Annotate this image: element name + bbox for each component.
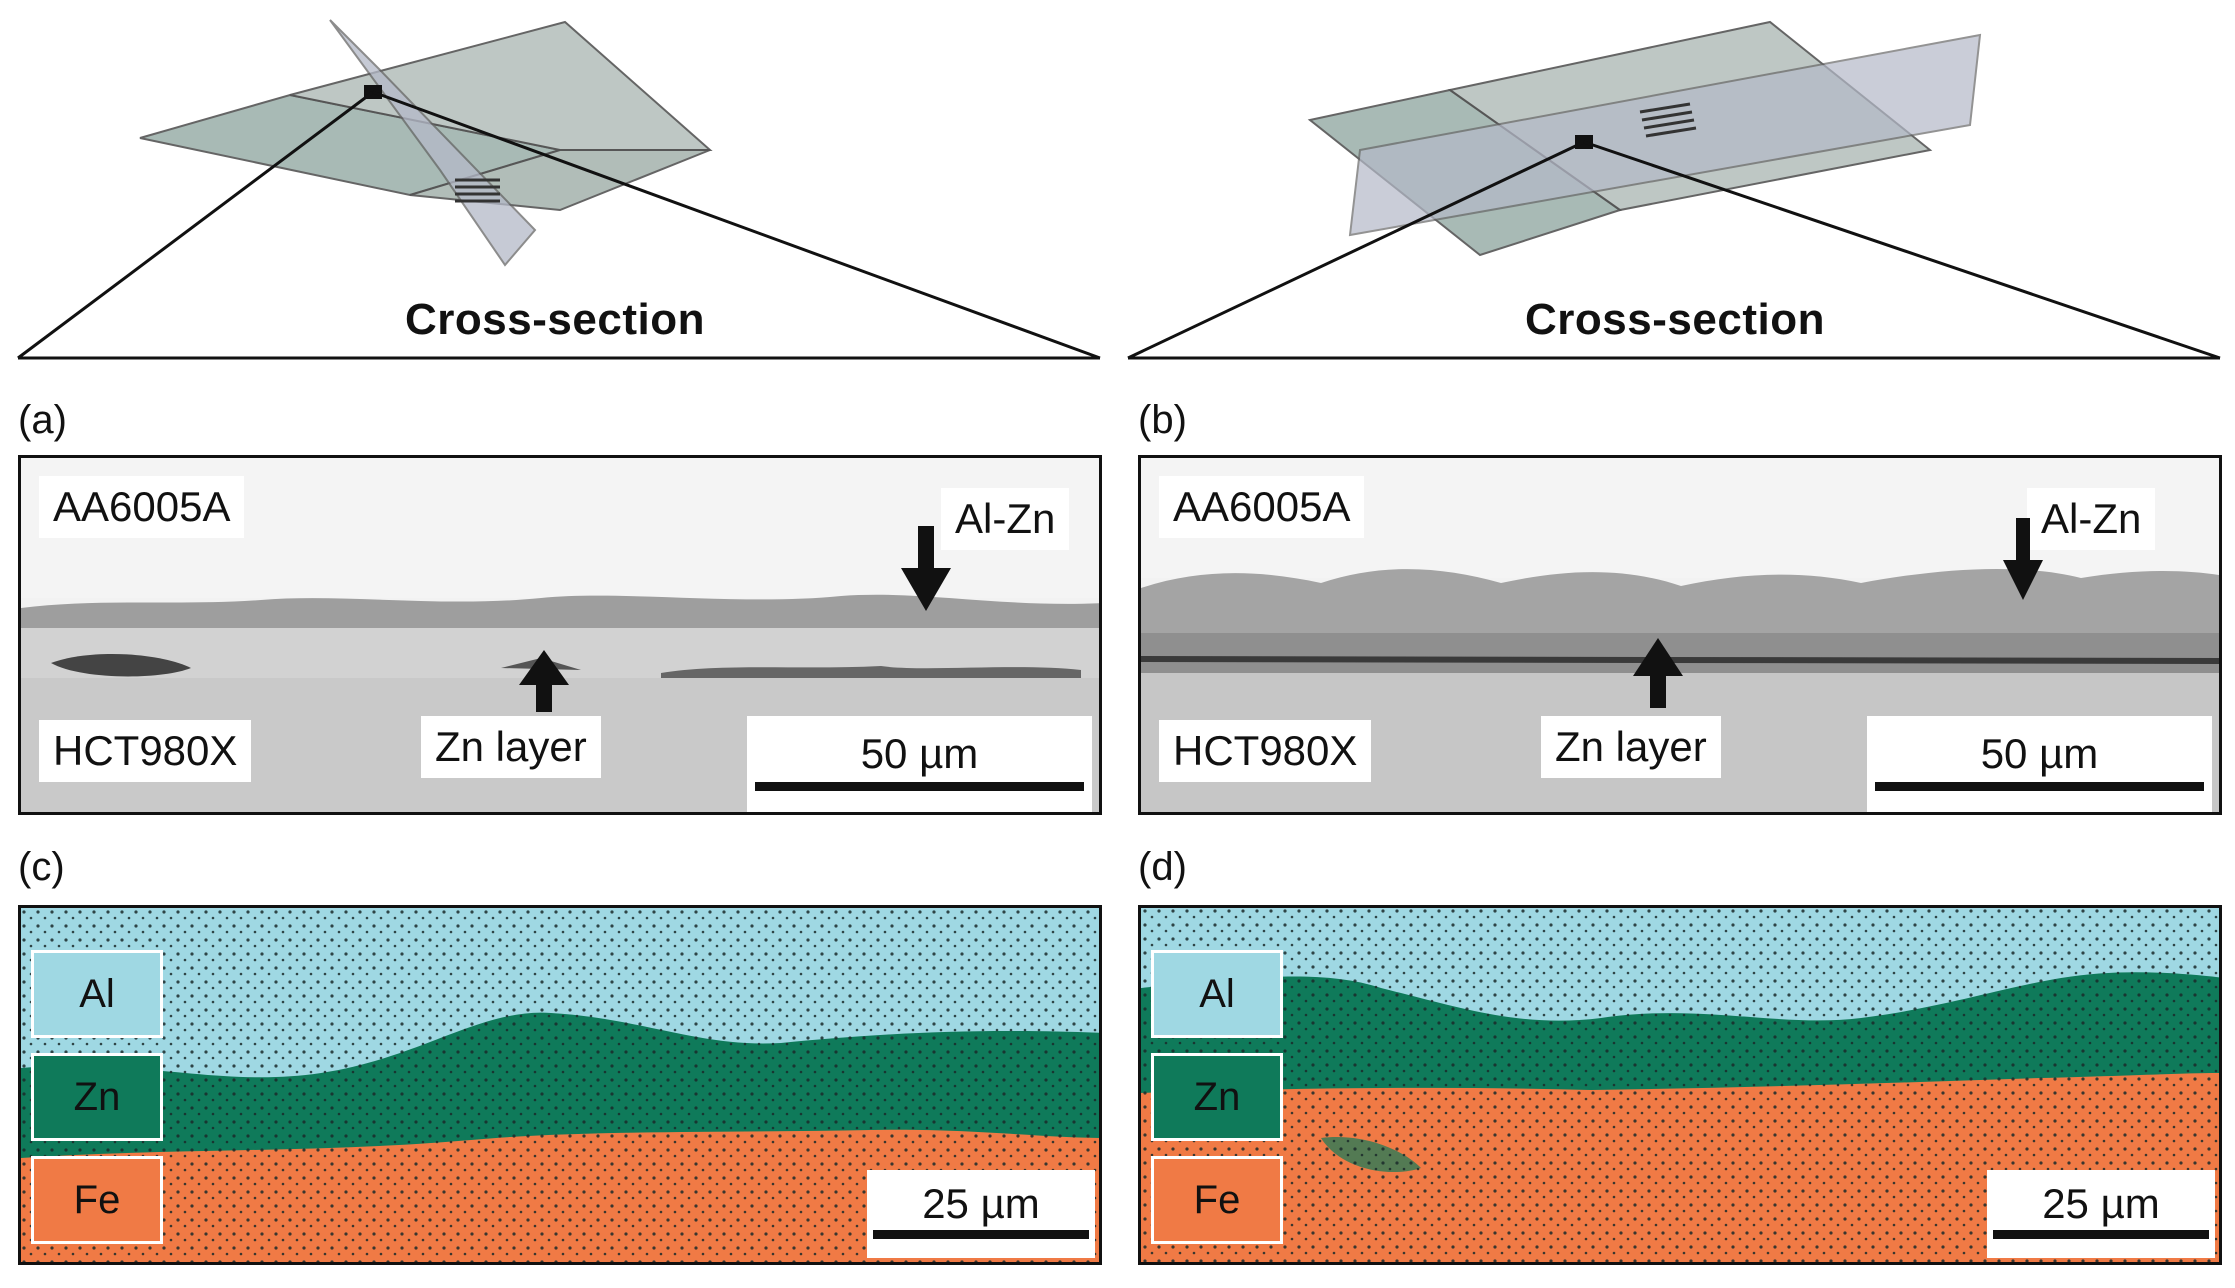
scale-bar-line [1993, 1230, 2209, 1239]
scale-bar-text: 25 µm [2042, 1180, 2160, 1227]
legend-fe: Fe [31, 1156, 163, 1244]
arrow-up-icon [519, 650, 569, 712]
material-label-bottom: HCT980X [39, 720, 252, 783]
scale-bar-text: 50 µm [1980, 730, 2099, 777]
material-label-top: AA6005A [1159, 476, 1365, 539]
scale-bar-line [1875, 782, 2204, 791]
legend-al: Al [1151, 950, 1283, 1038]
figure-column-left: Cross-section (a) AA6005A Al-Zn HCT980X … [0, 0, 1110, 1288]
scale-bar-eds-d: 25 µm [1987, 1170, 2215, 1258]
legend-fe: Fe [1151, 1156, 1283, 1244]
legend-zn: Zn [1151, 1053, 1283, 1141]
scale-bar-sem-b: 50 µm [1867, 716, 2212, 812]
schematic-right [1127, 20, 2221, 360]
cross-section-title: Cross-section [1525, 295, 1825, 344]
alzn-label: Al-Zn [941, 488, 1070, 551]
sem-micrograph-a: AA6005A Al-Zn HCT980X Zn layer 50 µm [18, 455, 1102, 815]
scale-bar-line [755, 782, 1084, 791]
eds-map-c: Al Zn Fe 25 µm [18, 905, 1102, 1265]
panel-label-b: (b) [1138, 398, 1187, 442]
scale-bar-text: 25 µm [922, 1180, 1040, 1227]
scale-bar-eds-c: 25 µm [867, 1170, 1095, 1258]
cross-section-title: Cross-section [405, 295, 705, 344]
material-label-bottom: HCT980X [1159, 720, 1372, 783]
arrow-down-icon [2003, 518, 2043, 600]
zn-layer-label: Zn layer [1541, 716, 1721, 779]
eds-map-d: Al Zn Fe 25 µm [1138, 905, 2222, 1265]
scale-bar-line [873, 1230, 1089, 1239]
schematic-left [17, 19, 1101, 360]
figure-column-right: Cross-section (b) AA6005A Al-Zn HCT980X … [1120, 0, 2230, 1288]
legend-zn: Zn [31, 1053, 163, 1141]
panel-label-d: (d) [1138, 845, 1187, 889]
material-label-top: AA6005A [39, 476, 245, 539]
alzn-label: Al-Zn [2027, 488, 2156, 551]
scale-bar-text: 50 µm [860, 730, 979, 777]
arrow-up-icon [1633, 638, 1683, 708]
panel-label-a: (a) [18, 398, 67, 442]
eds-image-d [1141, 908, 2219, 1262]
sem-micrograph-b: AA6005A Al-Zn HCT980X Zn layer 50 µm [1138, 455, 2222, 815]
legend-al: Al [31, 950, 163, 1038]
arrow-down-icon [901, 526, 951, 611]
panel-label-c: (c) [18, 845, 65, 889]
scale-bar-sem-a: 50 µm [747, 716, 1092, 812]
eds-image-c [21, 908, 1099, 1262]
zn-layer-label: Zn layer [421, 716, 601, 779]
